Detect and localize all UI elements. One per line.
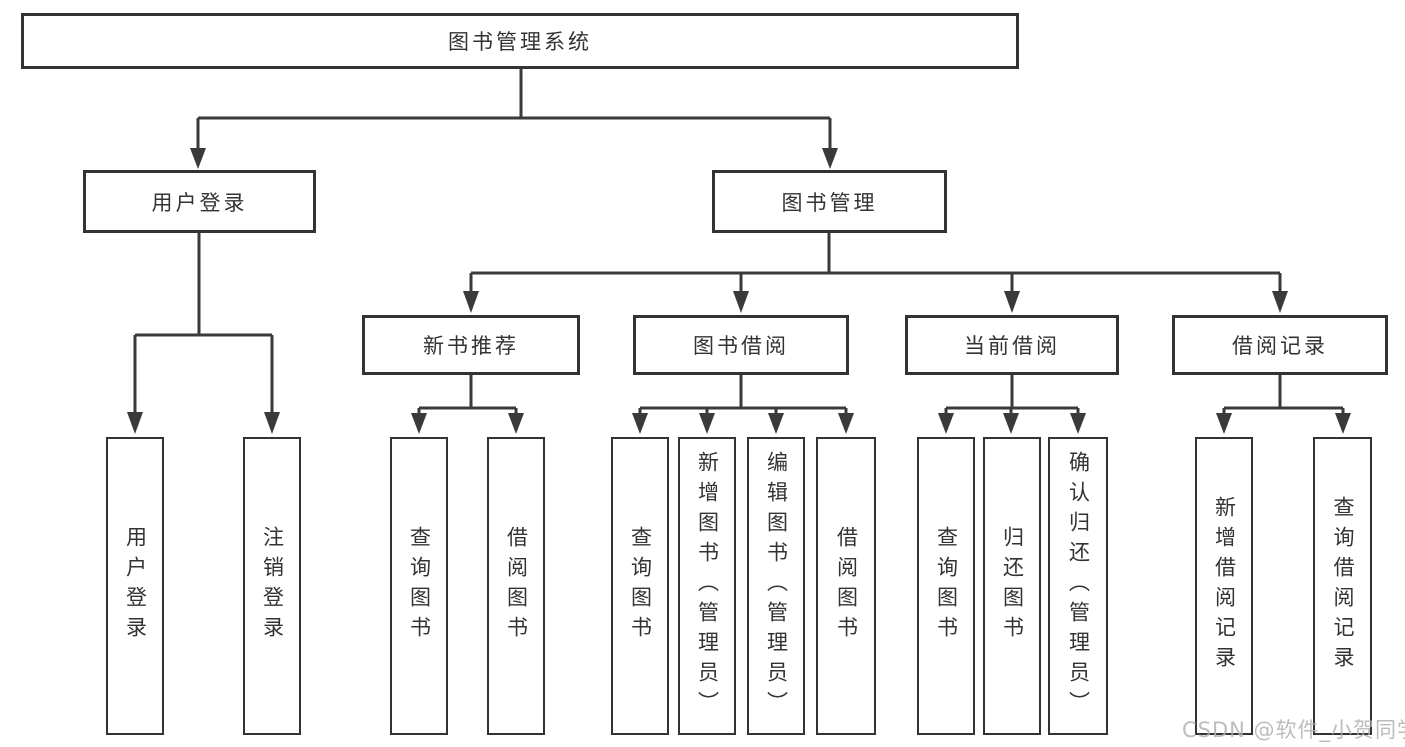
leaf-add-borrow-record-label: 新增借阅记录 bbox=[1212, 496, 1237, 676]
node-root-label: 图书管理系统 bbox=[448, 30, 592, 54]
leaf-return-book: 归还图书 bbox=[983, 437, 1041, 735]
connector-root bbox=[196, 69, 832, 150]
node-user-login-label: 用户登录 bbox=[151, 190, 248, 215]
leaf-confirm-return-admin: 确认归还（管理员） bbox=[1048, 437, 1108, 735]
leaf-borrow-book-label: 借阅图书 bbox=[834, 526, 859, 646]
node-book-management: 图书管理 bbox=[712, 170, 947, 233]
node-borrow-records: 借阅记录 bbox=[1172, 315, 1388, 375]
node-root: 图书管理系统 bbox=[21, 13, 1019, 69]
leaf-logout-label: 注销登录 bbox=[260, 526, 285, 646]
node-new-book-recommend-label: 新书推荐 bbox=[423, 334, 519, 358]
connector-user-login bbox=[133, 233, 274, 413]
node-current-borrow: 当前借阅 bbox=[905, 315, 1119, 375]
node-current-borrow-label: 当前借阅 bbox=[964, 334, 1060, 358]
leaf-query-borrow-record: 查询借阅记录 bbox=[1313, 437, 1372, 735]
node-book-borrow: 图书借阅 bbox=[633, 315, 849, 375]
leaf-borrow-query-book-label: 查询图书 bbox=[628, 526, 653, 646]
leaf-user-login: 用户登录 bbox=[106, 437, 164, 735]
leaf-edit-book-admin: 编辑图书（管理员） bbox=[747, 437, 805, 735]
connector-book-borrow bbox=[638, 375, 848, 414]
leaf-borrow-book: 借阅图书 bbox=[816, 437, 876, 735]
connector-new-book-recommend bbox=[417, 375, 518, 414]
leaf-current-query-book-label: 查询图书 bbox=[934, 526, 959, 646]
leaf-return-book-label: 归还图书 bbox=[1000, 526, 1025, 646]
connector-borrow-records bbox=[1222, 375, 1345, 414]
arrowheads bbox=[127, 148, 1351, 434]
leaf-user-login-label: 用户登录 bbox=[123, 526, 148, 646]
node-new-book-recommend: 新书推荐 bbox=[362, 315, 580, 375]
connector-book-management bbox=[469, 233, 1282, 293]
leaf-current-query-book: 查询图书 bbox=[917, 437, 975, 735]
connector-current-borrow bbox=[944, 375, 1080, 414]
leaf-recommend-query-book-label: 查询图书 bbox=[407, 526, 432, 646]
leaf-add-book-admin-label: 新增图书（管理员） bbox=[695, 451, 720, 721]
leaf-borrow-query-book: 查询图书 bbox=[611, 437, 669, 735]
leaf-recommend-query-book: 查询图书 bbox=[390, 437, 448, 735]
watermark-text: CSDN @软件_小贺同学 bbox=[1182, 718, 1405, 742]
leaf-logout: 注销登录 bbox=[243, 437, 301, 735]
leaf-add-book-admin: 新增图书（管理员） bbox=[678, 437, 736, 735]
leaf-recommend-borrow-book-label: 借阅图书 bbox=[504, 526, 529, 646]
node-user-login: 用户登录 bbox=[83, 170, 316, 233]
leaf-confirm-return-admin-label: 确认归还（管理员） bbox=[1066, 451, 1091, 721]
node-book-borrow-label: 图书借阅 bbox=[693, 334, 789, 358]
node-book-management-label: 图书管理 bbox=[781, 190, 878, 215]
node-borrow-records-label: 借阅记录 bbox=[1232, 334, 1328, 358]
leaf-recommend-borrow-book: 借阅图书 bbox=[487, 437, 545, 735]
leaf-query-borrow-record-label: 查询借阅记录 bbox=[1331, 496, 1356, 676]
leaf-edit-book-admin-label: 编辑图书（管理员） bbox=[764, 451, 789, 721]
leaf-add-borrow-record: 新增借阅记录 bbox=[1195, 437, 1253, 735]
